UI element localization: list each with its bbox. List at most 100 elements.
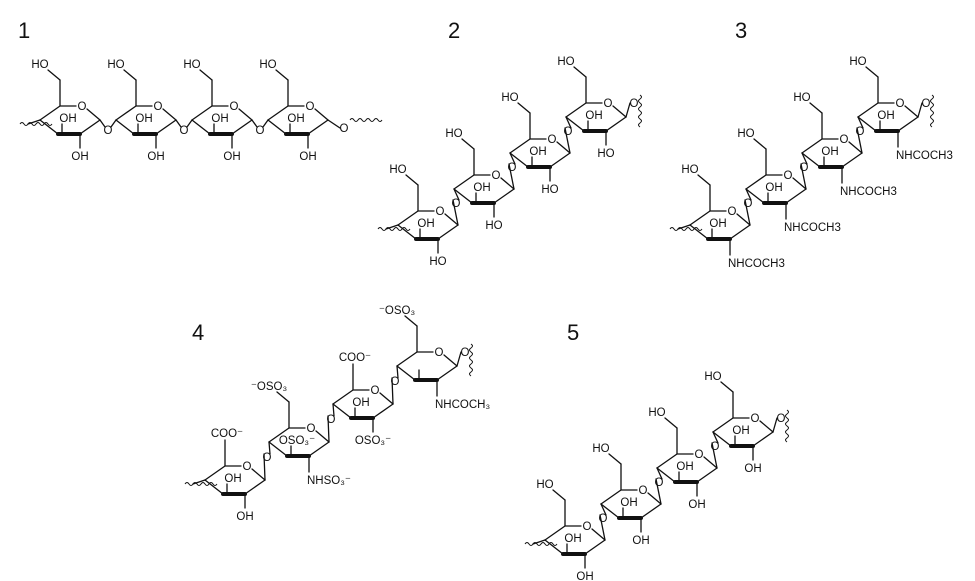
structure-number: 2 xyxy=(448,18,460,43)
sugar-residue: O HO OH OH xyxy=(107,59,177,163)
ring-oxygen-label: O xyxy=(840,134,849,146)
hydroxyl-label: OH xyxy=(688,499,705,511)
ring-oxygen-label: O xyxy=(548,134,557,146)
ch2-substituent-label: ⁻OSO₃ xyxy=(251,381,288,393)
sugar-residue: O HO OH HO xyxy=(445,128,515,232)
ch2-substituent-label: HO xyxy=(737,128,754,140)
structure-4: OCOO⁻OHOHO⁻OSO₃OSO₃⁻NHSO₃⁻OOCOO⁻OHOSO₃⁻O… xyxy=(192,305,491,523)
hydroxyl-label: OH xyxy=(147,151,164,163)
hydroxyl-label: OH xyxy=(223,151,240,163)
glycosidic-oxygen-label: O xyxy=(711,441,720,453)
chain-continuation-wavy-bond xyxy=(930,94,934,128)
glycosidic-oxygen-label: O xyxy=(180,125,189,137)
terminal-oxygen-label: O xyxy=(777,413,786,425)
structure-number: 3 xyxy=(735,18,747,43)
chain-continuation-wavy-bond xyxy=(184,482,218,486)
ring-oxygen-label: O xyxy=(583,521,592,533)
ch2-substituent-label: HO xyxy=(536,479,553,491)
chain-continuation-wavy-bond xyxy=(377,227,411,231)
ring-oxygen-label: O xyxy=(896,98,905,110)
nacetyl-label: NHCOCH₃ xyxy=(435,399,490,411)
ring-oxygen-label: O xyxy=(784,170,793,182)
glycosidic-oxygen-label: O xyxy=(856,126,865,138)
hydroxyl-label: OH xyxy=(211,113,228,125)
structure-3: OHOOHNHCOCH3OHOOHNHCOCH3OOHOOHNHCOCH3OOH… xyxy=(677,56,953,270)
glycosidic-oxygen-label: O xyxy=(327,414,336,426)
hydroxyl-label: OH xyxy=(473,182,490,194)
structure-number: 1 xyxy=(18,18,30,43)
carboxylate-label: COO⁻ xyxy=(211,428,243,440)
ring-oxygen-label: O xyxy=(695,449,704,461)
hydroxyl-label: OSO₃⁻ xyxy=(279,435,315,447)
nacetyl-label: NHSO₃⁻ xyxy=(307,475,351,487)
ch2-substituent-label: HO xyxy=(704,371,721,383)
ring-oxygen-label: O xyxy=(154,101,163,113)
chain-continuation-wavy-bond xyxy=(524,542,558,546)
hydroxyl-label: OH xyxy=(732,425,749,437)
glycosidic-oxygen-label: O xyxy=(508,162,517,174)
hydroxyl-label: OH xyxy=(632,535,649,547)
glycosidic-oxygen-label: O xyxy=(104,125,113,137)
hydroxyl-label: OH xyxy=(585,110,602,122)
sugar-residue: O HO OH OH xyxy=(648,407,718,511)
ch2-substituent-label: HO xyxy=(183,59,200,71)
ch2-substituent-label: HO xyxy=(793,92,810,104)
hydroxyl-label: OH xyxy=(676,461,693,473)
hydroxyl-label: OH xyxy=(744,463,761,475)
ring-oxygen-label: O xyxy=(728,206,737,218)
glycosidic-oxygen-label: O xyxy=(800,162,809,174)
glycosidic-oxygen-label: O xyxy=(452,198,461,210)
hydroxyl-label: OH xyxy=(236,511,253,523)
hydroxyl-label: OH xyxy=(564,533,581,545)
hydroxyl-label: OH xyxy=(299,151,316,163)
terminal-oxygen-label: O xyxy=(340,123,349,135)
sugar-residue: O HO OH OH xyxy=(704,371,774,475)
hydroxyl-label: OSO₃⁻ xyxy=(355,435,391,447)
hydroxyl-label: HO xyxy=(429,256,446,268)
sugar-residue: O COO⁻ OH OSO₃⁻ xyxy=(332,352,394,447)
hydroxyl-label: HO xyxy=(597,148,614,160)
hydroxyl-label: HO xyxy=(485,220,502,232)
chain-continuation-wavy-bond xyxy=(785,409,789,443)
sugar-residue: O HO OH OH xyxy=(183,59,253,163)
hydroxyl-label: OH xyxy=(821,146,838,158)
chain-continuation-wavy-bond xyxy=(638,94,642,128)
hydroxyl-label: OH xyxy=(135,113,152,125)
hydroxyl-label: OH xyxy=(287,113,304,125)
hydroxyl-label: OH xyxy=(765,182,782,194)
glycosidic-oxygen-label: O xyxy=(256,125,265,137)
glycosidic-oxygen-label: O xyxy=(655,477,664,489)
ch2-substituent-label: HO xyxy=(445,128,462,140)
carboxylate-label: COO⁻ xyxy=(339,352,371,364)
chain-continuation-wavy-bond xyxy=(19,122,53,126)
nacetyl-label: NHCOCH3 xyxy=(784,222,841,234)
chain-continuation-wavy-bond xyxy=(349,118,383,122)
nacetyl-label: NHCOCH3 xyxy=(896,150,953,162)
hydroxyl-label: OH xyxy=(352,397,369,409)
nacetyl-label: NHCOCH3 xyxy=(728,258,785,270)
ring-oxygen-label: O xyxy=(371,385,380,397)
glycosidic-oxygen-label: O xyxy=(263,452,272,464)
hydroxyl-label: OH xyxy=(71,151,88,163)
hydroxyl-label: OH xyxy=(224,473,241,485)
ch2-substituent-label: HO xyxy=(648,407,665,419)
ring-oxygen-label: O xyxy=(751,413,760,425)
ring-oxygen-label: O xyxy=(604,98,613,110)
ch2-substituent-label: HO xyxy=(107,59,124,71)
ring-oxygen-label: O xyxy=(307,423,316,435)
hydroxyl-label: OH xyxy=(417,218,434,230)
ch2-substituent-label: HO xyxy=(849,56,866,68)
ring-oxygen-label: O xyxy=(78,101,87,113)
ring-oxygen-label: O xyxy=(492,170,501,182)
